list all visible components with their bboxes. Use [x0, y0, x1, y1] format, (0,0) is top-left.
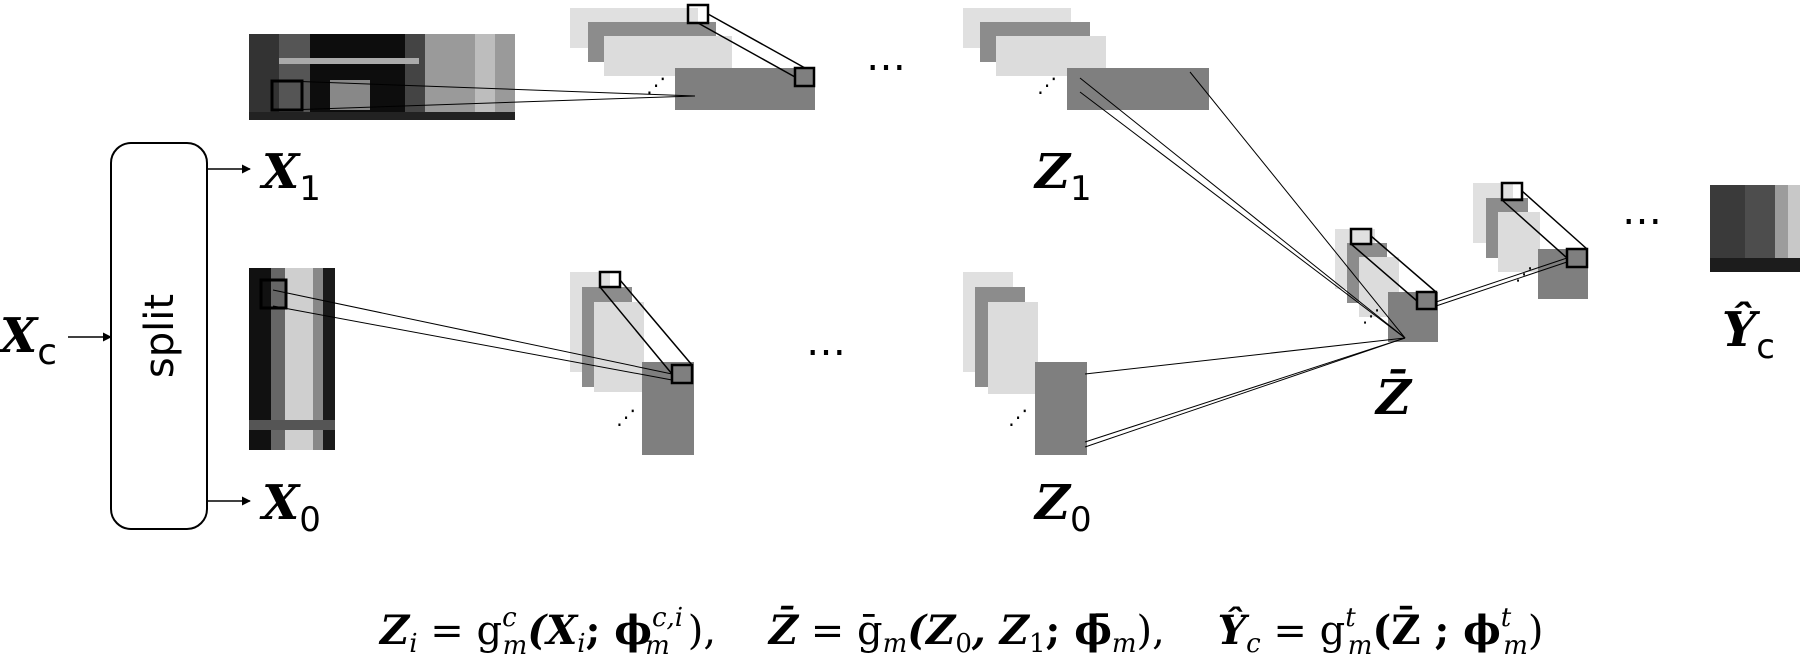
fused-label: Z̄ — [1374, 368, 1413, 426]
split-label: split — [137, 294, 183, 378]
small-dots-final: ⋰ — [1515, 264, 1533, 285]
fusion-stack — [1335, 227, 1438, 342]
small-dots-bottom-1: ⋰ — [616, 405, 636, 429]
svg-text:X0: X0 — [259, 475, 321, 540]
ellipsis-final: … — [1622, 188, 1662, 234]
svg-text:Ŷc: Ŷc — [1722, 300, 1775, 367]
svg-text:Z1: Z1 — [1033, 144, 1092, 209]
branch-bottom-label: X0 — [259, 475, 321, 540]
small-dots-z1: ⋰ — [1037, 73, 1057, 97]
feature-stack-z0 — [963, 272, 1087, 455]
final-conv-stack — [1473, 181, 1589, 299]
feature-stack-z1 — [963, 8, 1209, 110]
ellipsis-top: … — [866, 34, 906, 80]
link-bottom-a — [272, 289, 673, 375]
link-top-b — [286, 95, 696, 111]
link-top-a — [286, 80, 696, 97]
svg-text:Xc: Xc — [0, 308, 57, 373]
feature-z1-label: Z1 — [1033, 144, 1092, 209]
link-bottom-b — [272, 305, 673, 381]
link-fusion-final-a — [1435, 257, 1568, 303]
conv-stack-top-1 — [570, 3, 816, 110]
conv-stack-bottom-1 — [570, 270, 694, 455]
svg-text:X1: X1 — [259, 144, 321, 209]
feature-z0-label: Z0 — [1033, 475, 1092, 540]
input-label: Xc — [0, 308, 57, 373]
small-dots-z0: ⋰ — [1008, 405, 1028, 429]
output-image — [1710, 185, 1800, 272]
svg-text:Z0: Z0 — [1033, 475, 1092, 540]
input-image-top — [249, 34, 515, 120]
branch-top-label: X1 — [259, 144, 321, 209]
svg-text:Zi = gcm(Xi; ϕc,im), Z̄: Zi = gcm(Xi; ϕc,im), Z̄ = ḡm(Z0, Z1; ϕ̄m… — [378, 603, 1544, 661]
small-dots-top-1: ⋰ — [646, 73, 666, 97]
split-box — [110, 142, 208, 530]
small-dots-fusion: ⋰ — [1362, 306, 1380, 327]
output-label: Ŷc — [1722, 300, 1775, 367]
svg-text:Z̄: Z̄ — [1374, 368, 1413, 426]
input-image-bottom — [249, 268, 335, 450]
fusion-links — [1079, 71, 1406, 448]
link-fusion-final-b — [1435, 261, 1568, 307]
ellipsis-bottom: … — [806, 319, 846, 365]
